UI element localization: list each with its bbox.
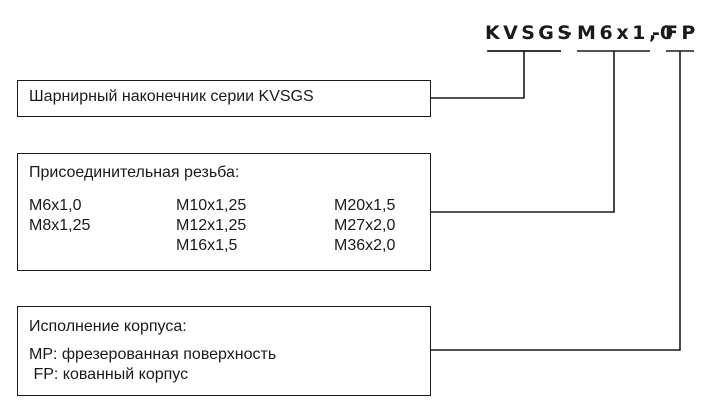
body-option: MP: фрезерованная поверхность (29, 346, 277, 363)
thread-option: M6x1,0 (29, 197, 82, 214)
code-separator: - (652, 22, 660, 44)
code-separator: - (564, 22, 572, 44)
series-connector (431, 51, 525, 99)
body-option: FP: кованный корпус (29, 366, 189, 383)
thread-connector (431, 51, 615, 213)
thread-option: M12x1,25 (176, 217, 247, 234)
thread-option: M20x1,5 (334, 197, 396, 214)
series-box: Шарнирный наконечник серии KVSGS (17, 80, 431, 117)
thread-heading: Присоединительная резьба: (29, 164, 240, 181)
body-connector (431, 51, 681, 351)
thread-box: Присоединительная резьба: M6x1,0 M8x1,25… (17, 153, 431, 271)
thread-option: M10x1,25 (176, 197, 247, 214)
code-thread-segment: M6x1,0 (577, 22, 677, 44)
series-description: Шарнирный наконечник серии KVSGS (29, 88, 314, 105)
thread-option: M27x2,0 (334, 217, 396, 234)
body-box: Исполнение корпуса: MP: фрезерованная по… (17, 306, 431, 396)
thread-option: M36x2,0 (334, 237, 396, 254)
thread-option: M8x1,25 (29, 217, 91, 234)
thread-option: M16x1,5 (176, 237, 238, 254)
code-body-segment: FP (665, 22, 699, 44)
code-series-segment: KVSGS (485, 22, 575, 44)
body-heading: Исполнение корпуса: (29, 318, 187, 335)
